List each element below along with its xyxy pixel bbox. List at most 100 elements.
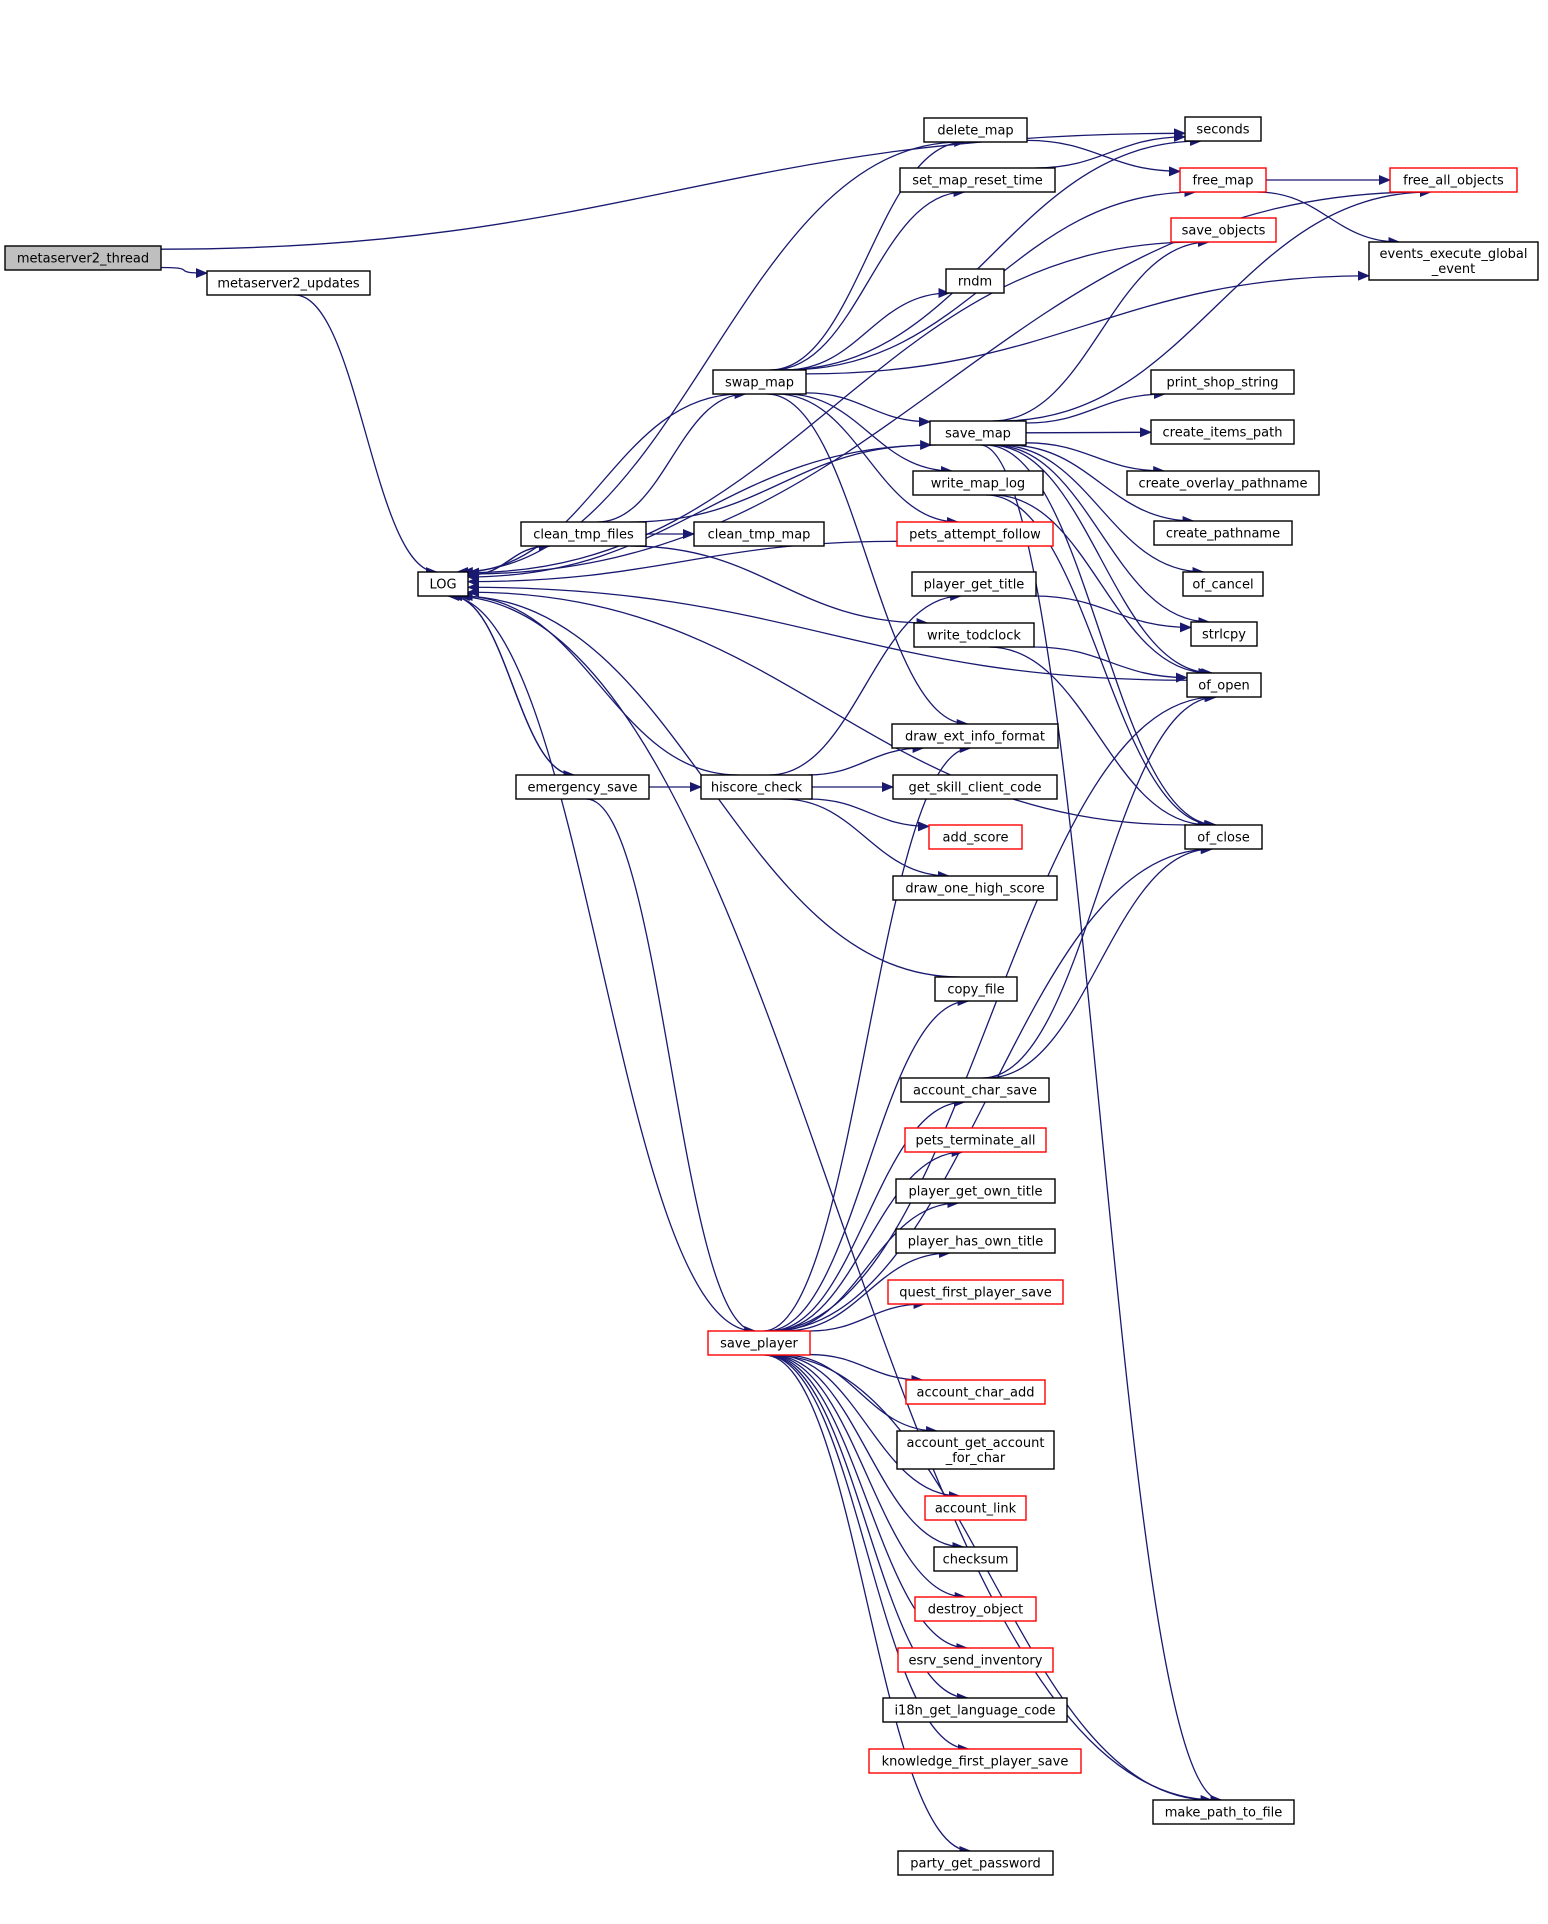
edge-save_player-to-player_get_own_title [776, 1198, 960, 1332]
node-write_map_log[interactable]: write_map_log [912, 470, 1044, 496]
node-account_link[interactable]: account_link [924, 1495, 1027, 1521]
edge-save_player-to-pets_terminate_all [771, 1147, 964, 1332]
node-seconds[interactable]: seconds [1184, 116, 1262, 142]
edge-swap_map-to-events_execute_global_event [805, 270, 1370, 375]
node-label: player_get_own_title [909, 1185, 1043, 1200]
node-player_has_own_title[interactable]: player_has_own_title [895, 1228, 1056, 1254]
node-free_map[interactable]: free_map [1179, 167, 1267, 193]
node-destroy_object[interactable]: destroy_object [914, 1596, 1037, 1622]
node-emergency_save[interactable]: emergency_save [515, 774, 650, 800]
node-create_pathname[interactable]: create_pathname [1153, 520, 1293, 546]
edge-delete_map-to-free_map [1026, 139, 1181, 177]
node-create_items_path[interactable]: create_items_path [1150, 419, 1295, 445]
node-label: esrv_send_inventory [909, 1654, 1043, 1669]
edge-save_map-to-free_all_objects [1000, 187, 1432, 422]
node-box [900, 1077, 1050, 1103]
node-label: quest_first_player_save [899, 1286, 1052, 1301]
node-label: create_pathname [1166, 527, 1280, 542]
node-draw_ext_info_format[interactable]: draw_ext_info_format [891, 723, 1059, 749]
node-save_player[interactable]: save_player [707, 1330, 811, 1356]
node-label: metaserver2_updates [217, 277, 359, 292]
node-of_close[interactable]: of_close [1184, 824, 1263, 850]
node-knowledge_first_player_save[interactable]: knowledge_first_player_save [868, 1748, 1082, 1774]
node-party_get_password[interactable]: party_get_password [897, 1850, 1054, 1876]
node-label: draw_ext_info_format [905, 730, 1045, 745]
node-clean_tmp_map[interactable]: clean_tmp_map [693, 521, 825, 547]
node-box [882, 1697, 1068, 1723]
node-box [892, 875, 1058, 901]
edge-pets_attempt_follow-to-LOG [467, 540, 898, 587]
edge-clean_tmp_files-to-save_map [630, 440, 933, 523]
node-swap_map[interactable]: swap_map [712, 369, 807, 395]
node-box [700, 774, 813, 800]
node-label: free_map [1192, 174, 1253, 189]
node-label: delete_map [937, 124, 1013, 139]
node-box [1184, 824, 1263, 850]
node-label: account_char_add [917, 1386, 1035, 1401]
node-box [417, 571, 469, 597]
node-label: account_link [935, 1502, 1017, 1517]
edge-save_map-to-LOG [467, 444, 936, 582]
node-account_char_save[interactable]: account_char_save [900, 1077, 1050, 1103]
node-set_map_reset_time[interactable]: set_map_reset_time [899, 167, 1056, 193]
node-account_char_add[interactable]: account_char_add [905, 1379, 1046, 1405]
node-of_cancel[interactable]: of_cancel [1182, 571, 1264, 597]
node-free_all_objects[interactable]: free_all_objects [1389, 167, 1518, 193]
node-metaserver2_thread[interactable]: metaserver2_thread [4, 245, 162, 271]
node-box [693, 521, 825, 547]
node-box [1126, 470, 1320, 496]
node-player_get_own_title[interactable]: player_get_own_title [895, 1178, 1056, 1204]
edge-save_map-to-create_items_path [1025, 427, 1152, 438]
node-account_get_account_for_char[interactable]: account_get_account_for_char [896, 1430, 1055, 1470]
node-box [895, 1228, 1056, 1254]
node-of_open[interactable]: of_open [1186, 672, 1262, 698]
node-get_skill_client_code[interactable]: get_skill_client_code [892, 774, 1058, 800]
edge-save_player-to-LOG [446, 591, 755, 1332]
node-LOG[interactable]: LOG [417, 571, 469, 597]
node-i18n_get_language_code[interactable]: i18n_get_language_code [882, 1697, 1068, 1723]
node-make_path_to_file[interactable]: make_path_to_file [1152, 1799, 1295, 1825]
edge-save_map-to-create_overlay_pathname [1025, 442, 1166, 476]
edge-clean_tmp_files-to-write_todclock [629, 545, 929, 628]
node-box [515, 774, 650, 800]
node-box [4, 245, 162, 271]
node-delete_map[interactable]: delete_map [923, 117, 1028, 143]
edge-swap_map-to-delete_map [769, 137, 967, 371]
edge-save_player-to-account_char_save [769, 1097, 966, 1332]
node-box [1153, 520, 1293, 546]
node-save_map[interactable]: save_map [929, 420, 1027, 446]
node-strlcpy[interactable]: strlcpy [1190, 621, 1258, 647]
node-player_get_title[interactable]: player_get_title [911, 571, 1037, 597]
edge-swap_map-to-pets_attempt_follow [776, 393, 959, 527]
node-quest_first_player_save[interactable]: quest_first_player_save [887, 1279, 1064, 1305]
node-pets_terminate_all[interactable]: pets_terminate_all [904, 1127, 1047, 1153]
node-box [868, 1748, 1082, 1774]
node-print_shop_string[interactable]: print_shop_string [1150, 369, 1295, 395]
node-add_score[interactable]: add_score [928, 824, 1023, 850]
node-metaserver2_updates[interactable]: metaserver2_updates [206, 270, 371, 296]
node-copy_file[interactable]: copy_file [934, 976, 1018, 1002]
node-checksum[interactable]: checksum [933, 1546, 1018, 1572]
edge-save_map-to-save_objects [992, 237, 1210, 422]
node-esrv_send_inventory[interactable]: esrv_send_inventory [897, 1647, 1054, 1673]
node-create_overlay_pathname[interactable]: create_overlay_pathname [1126, 470, 1320, 496]
edge-swap_map-to-save_map [805, 392, 931, 427]
node-box [897, 1850, 1054, 1876]
node-box [896, 521, 1054, 547]
node-save_objects[interactable]: save_objects [1170, 217, 1277, 243]
node-rndm[interactable]: rndm [945, 268, 1005, 294]
node-label: LOG [429, 578, 456, 593]
edge-save_map-to-strlcpy [992, 444, 1211, 627]
edge-save_map-to-of_open [989, 444, 1214, 678]
node-box [899, 167, 1056, 193]
node-clean_tmp_files[interactable]: clean_tmp_files [520, 521, 647, 547]
node-write_todclock[interactable]: write_todclock [913, 622, 1035, 648]
edge-metaserver2_thread-to-metaserver2_updates [160, 266, 208, 279]
node-events_execute_global_event[interactable]: events_execute_global_event [1368, 241, 1539, 281]
node-hiscore_check[interactable]: hiscore_check [700, 774, 813, 800]
node-pets_attempt_follow[interactable]: pets_attempt_follow [896, 521, 1054, 547]
node-label: destroy_object [928, 1603, 1023, 1618]
node-label: _for_char [945, 1451, 1006, 1466]
node-draw_one_high_score[interactable]: draw_one_high_score [892, 875, 1058, 901]
node-label: i18n_get_language_code [894, 1704, 1055, 1719]
